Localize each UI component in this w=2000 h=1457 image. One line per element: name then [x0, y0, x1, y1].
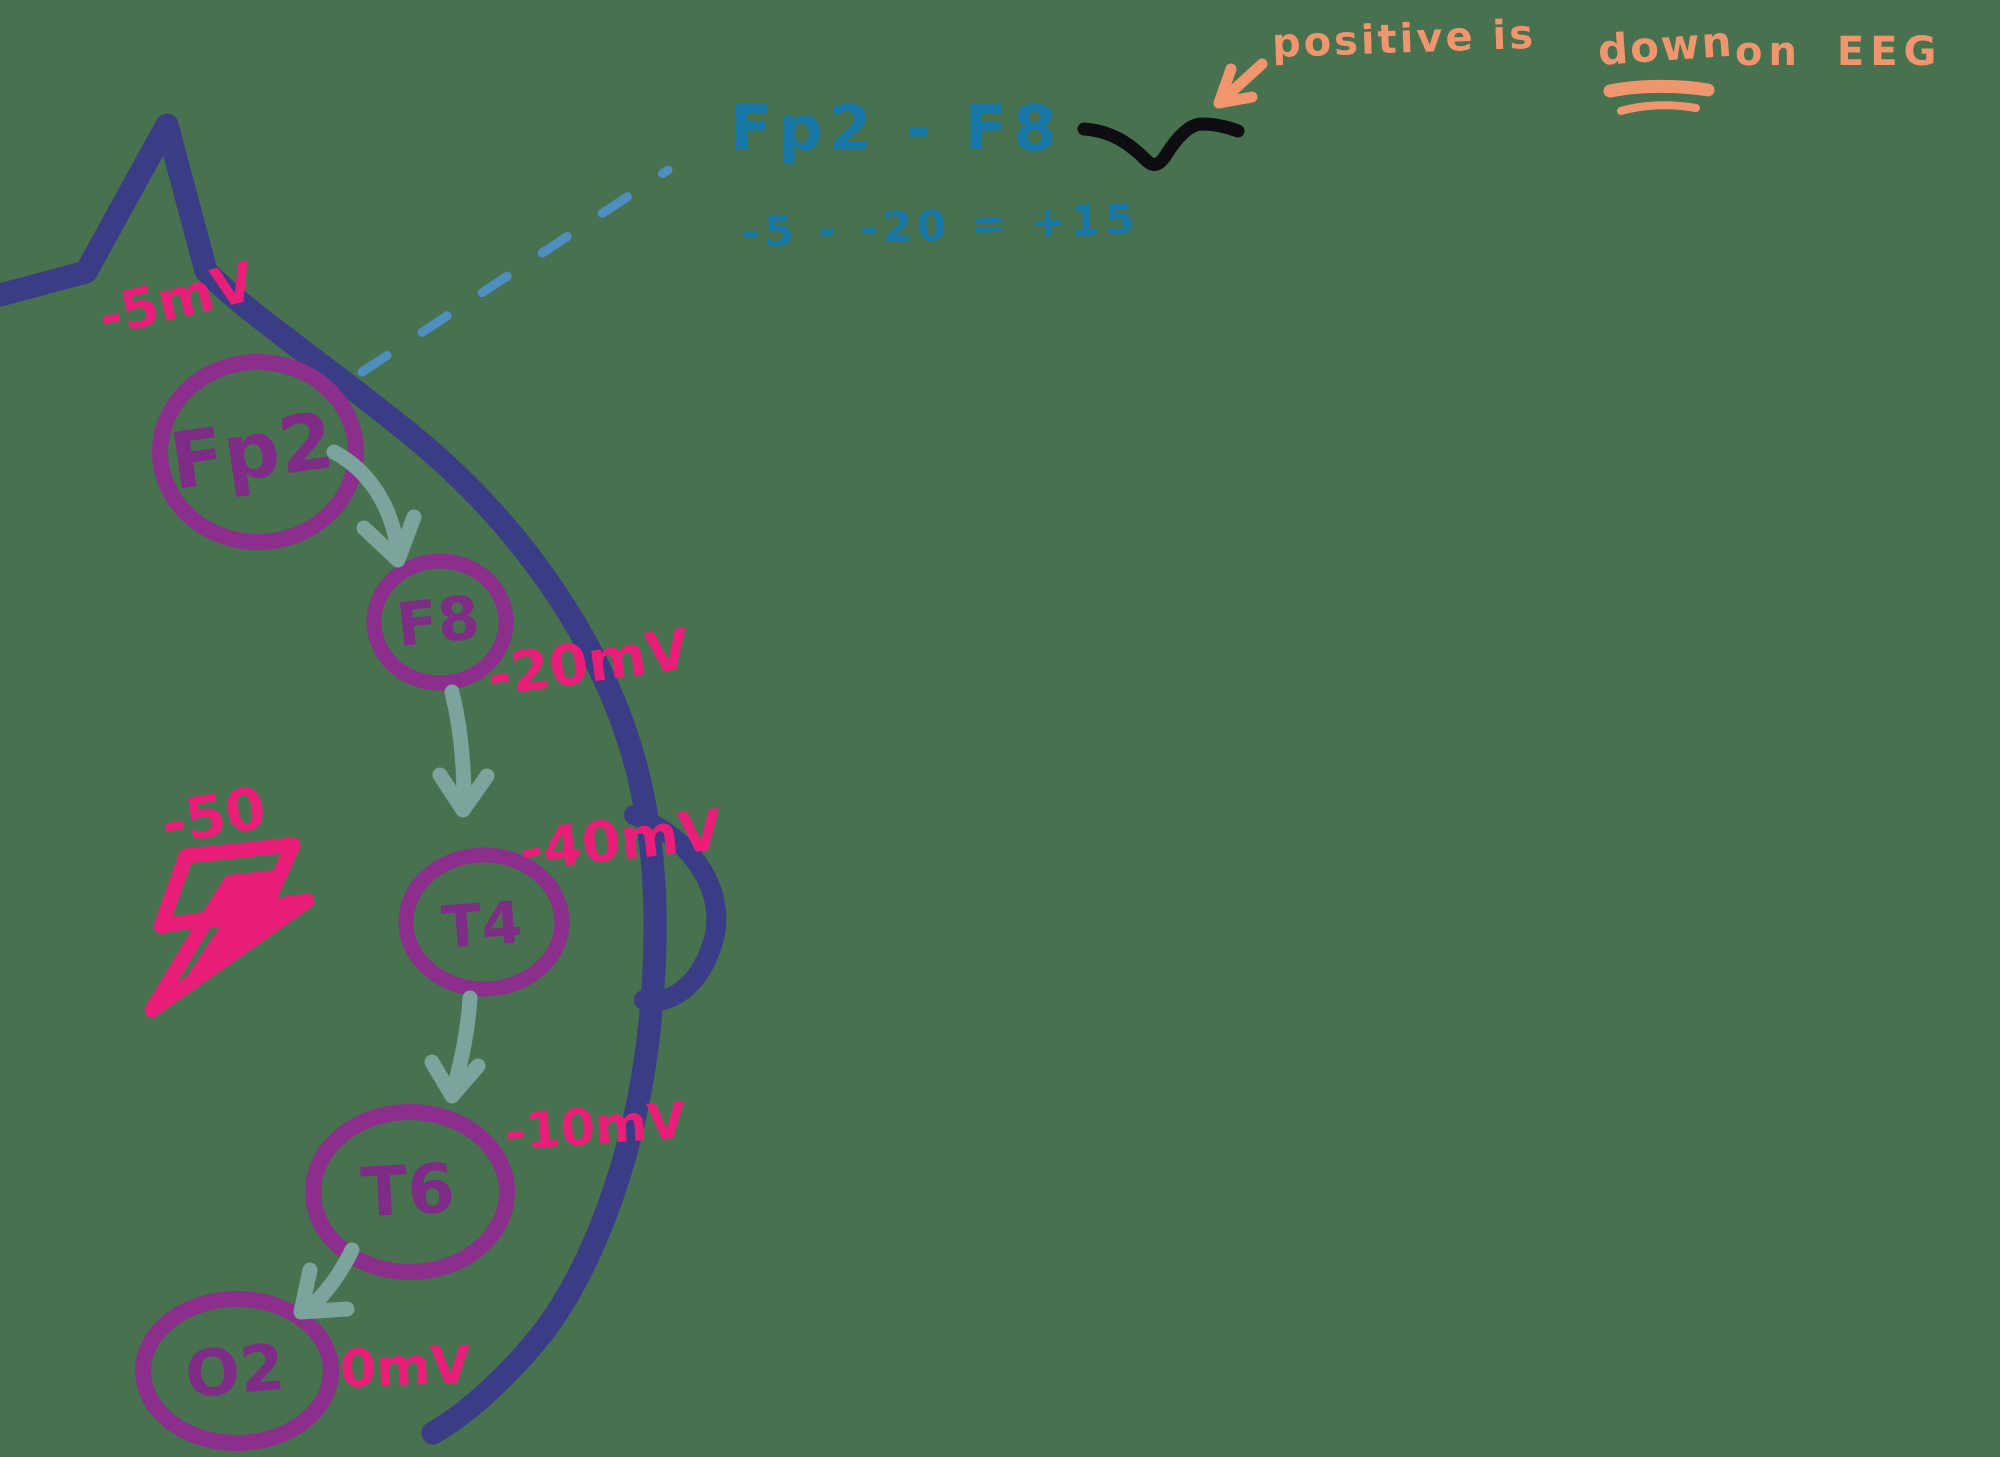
electrode-label-o2: O2	[182, 1330, 288, 1414]
electrode-circle-fp2	[152, 354, 364, 550]
note-text-before: positive is	[1271, 11, 1537, 67]
arrow-t4-to-t6	[424, 990, 486, 1104]
arrow-fp2-to-f8	[326, 444, 422, 568]
arrow-f8-to-t4	[432, 684, 495, 818]
voltage-label-t6: -10mV	[502, 1091, 688, 1162]
eeg-waveform	[1077, 117, 1245, 171]
dashed-connector	[357, 165, 673, 377]
electrode-label-fp2: Fp2	[164, 396, 340, 508]
derivation-channel-label: Fp2 - F8	[730, 92, 1063, 165]
lightning-bolt-icon	[144, 837, 315, 1018]
electrode-label-t6: T6	[359, 1149, 457, 1234]
head-outline-path	[0, 113, 667, 1445]
orange-arrow-icon	[1213, 58, 1268, 109]
down-underline	[1603, 79, 1715, 115]
note-text-after: on EEG	[1735, 29, 1943, 75]
ear-path	[624, 805, 727, 1012]
note-text-underlined: down	[1596, 16, 1735, 75]
electrode-circle-t6	[305, 1104, 515, 1280]
arrow-t6-to-o2	[293, 1242, 360, 1320]
stimulus-label: -50	[156, 773, 272, 859]
electrode-circle-f8	[366, 553, 514, 691]
voltage-label-o2: 0mV	[338, 1335, 472, 1400]
electrode-label-f8: F8	[393, 582, 483, 662]
electrode-label-t4: T4	[439, 888, 525, 962]
electrode-circle-t4	[398, 847, 570, 997]
electrode-circle-o2	[135, 1291, 339, 1451]
